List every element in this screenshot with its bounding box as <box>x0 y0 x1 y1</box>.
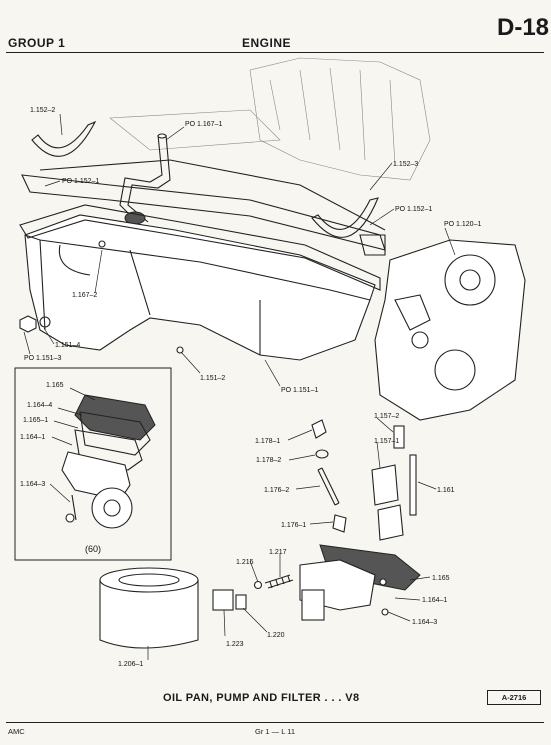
inset-pump-assembly <box>61 394 156 529</box>
callout-label: PO 1.167–1 <box>185 121 222 128</box>
callout-label: PO 1.151–1 <box>281 387 318 394</box>
oil-pan <box>24 214 376 361</box>
callout-label: 1.220 <box>267 632 285 639</box>
pan-bolt <box>176 346 184 354</box>
inset-frame <box>14 367 172 561</box>
callout-label: 1.152–3 <box>393 161 418 168</box>
timing-cover <box>374 239 526 421</box>
front-seal <box>311 197 379 238</box>
lower-pan-gasket <box>19 204 381 291</box>
callout-label: 1.165 <box>46 382 64 389</box>
callout-label: 1.165 <box>432 575 450 582</box>
callout-label: PO 1.152–1 <box>395 206 432 213</box>
gasket-tab <box>359 234 386 256</box>
callout-label: 1.151–2 <box>200 375 225 382</box>
pump-cover <box>299 544 421 621</box>
footer-page-ref: Gr 1 — L 11 <box>255 727 296 736</box>
spring-and-plug <box>253 574 294 590</box>
callout-label: 1.157–2 <box>374 413 399 420</box>
rear-seal <box>31 120 97 157</box>
callout-label: 1.152–2 <box>30 107 55 114</box>
callout-label: 1.176–1 <box>281 522 306 529</box>
figure-caption: OIL PAN, PUMP AND FILTER . . . V8 <box>163 692 360 704</box>
page-number: D-18 <box>497 14 550 41</box>
callout-label: 1.164–3 <box>412 619 437 626</box>
callout-label: 1.157–1 <box>374 438 399 445</box>
inset-label: (60) <box>85 544 101 554</box>
pump-gears <box>371 425 417 541</box>
oil-filter <box>99 567 199 649</box>
header-rule <box>6 52 544 53</box>
filter-fittings <box>212 589 247 611</box>
callout-label: PO 1.120–1 <box>444 221 481 228</box>
callout-label: 1.215 <box>236 559 254 566</box>
callout-label: 1.217 <box>269 549 287 556</box>
callout-label: PO 1.151–3 <box>24 355 61 362</box>
relief-valve-parts <box>311 419 347 533</box>
group-label: GROUP 1 <box>8 36 66 50</box>
callout-label: 1.165–1 <box>23 417 48 424</box>
drain-plug <box>19 315 51 333</box>
callout-label: 1.178–1 <box>255 438 280 445</box>
callout-label: 1.164–4 <box>27 402 52 409</box>
callout-label: 1.161 <box>437 487 455 494</box>
footer-brand: AMC <box>8 727 25 736</box>
callout-label: 1.167–2 <box>72 292 97 299</box>
footer-rule <box>6 722 544 723</box>
callout-label: 1.151–4 <box>55 342 80 349</box>
leader-lines <box>23 113 456 660</box>
callout-label: 1.176–2 <box>264 487 289 494</box>
callout-label: 1.206–1 <box>118 661 143 668</box>
callout-label: PO 1.152–1 <box>62 178 99 185</box>
dipstick-bolt <box>98 240 106 248</box>
section-title: ENGINE <box>242 36 292 50</box>
callout-label: 1.164–1 <box>422 597 447 604</box>
callout-label: 1.164–1 <box>20 434 45 441</box>
callout-label: 1.164–3 <box>20 481 45 488</box>
callout-labels: 1.152–2 PO 1.167–1 PO 1.152–1 1.152–3 PO… <box>20 107 481 668</box>
reference-number: A-2716 <box>487 690 541 705</box>
oil-pickup-tube <box>119 133 171 226</box>
callout-label: 1.178–2 <box>256 457 281 464</box>
callout-label: 1.223 <box>226 641 244 648</box>
engine-block-outline <box>109 57 431 181</box>
